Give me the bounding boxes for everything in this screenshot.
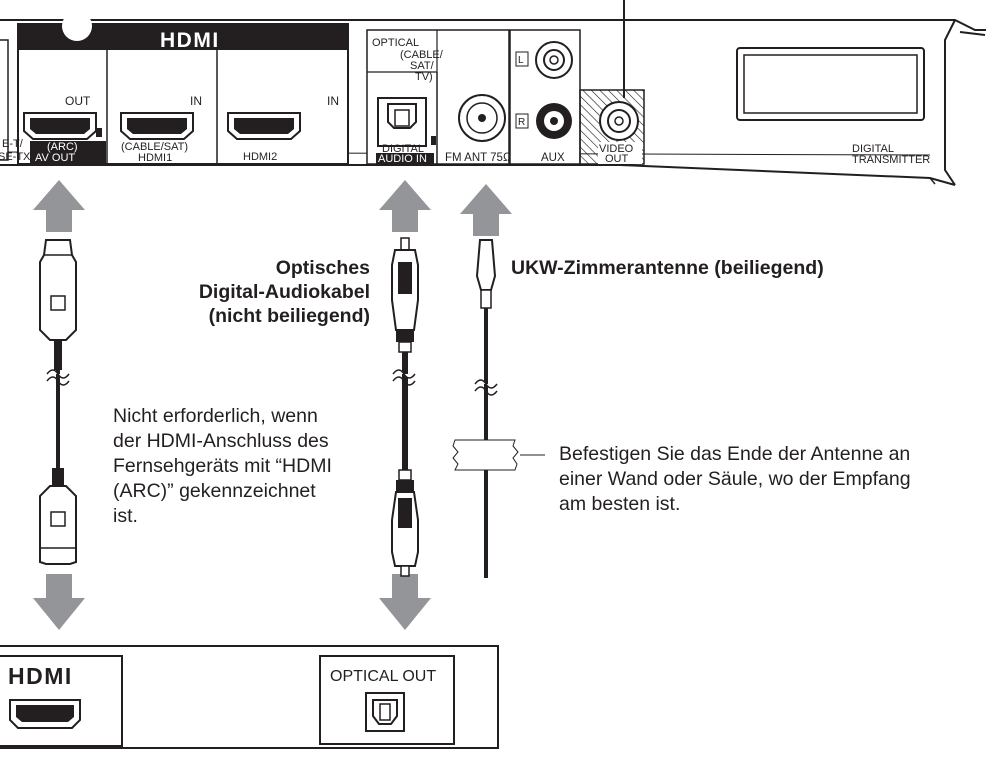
- aux-r-port: R: [515, 103, 572, 139]
- svg-text:TV): TV): [415, 71, 433, 83]
- fm-up-arrow: [460, 184, 512, 236]
- tv-optical-out-port: [365, 692, 405, 732]
- hdmi-up-arrow: [33, 180, 85, 232]
- svg-text:IN: IN: [190, 94, 202, 108]
- hdmi-down-arrow: [33, 574, 85, 630]
- svg-text:HDMI1: HDMI1: [138, 152, 172, 164]
- digital-audio-in-port: DIGITAL AUDIO IN: [376, 97, 436, 165]
- optical-down-arrow: [379, 574, 431, 630]
- svg-text:(ARC): (ARC): [47, 141, 78, 153]
- tv-panel: HDMI OPTICAL OUT: [0, 645, 499, 749]
- svg-text:HDMI2: HDMI2: [243, 151, 277, 163]
- hdmi1-port: IN (CABLE/SAT) HDMI1: [120, 94, 202, 164]
- svg-text:SAT/: SAT/: [410, 60, 435, 72]
- arrows: [33, 180, 512, 630]
- svg-text:AUDIO IN: AUDIO IN: [378, 153, 427, 165]
- svg-text:TRANSMITTER: TRANSMITTER: [852, 154, 930, 166]
- svg-text:DIGITAL: DIGITAL: [852, 143, 894, 155]
- tv-hdmi-port: [9, 699, 81, 729]
- svg-text:(CABLE/SAT): (CABLE/SAT): [121, 141, 188, 153]
- tv-hdmi-logo: HDMI: [8, 663, 73, 689]
- video-out-port: VIDEO OUT: [579, 89, 645, 165]
- optical-out-label: OPTICAL OUT: [330, 668, 436, 685]
- optical-cable-label: Optisches Digital-Audiokabel (nicht beil…: [198, 257, 370, 327]
- svg-text:OPTICAL: OPTICAL: [372, 37, 419, 49]
- svg-text:(CABLE/: (CABLE/: [400, 49, 444, 61]
- hdmi-arc-note: Nicht erforderlich, wenn der HDMI-Anschl…: [113, 405, 332, 527]
- svg-text:AUX: AUX: [541, 152, 565, 164]
- svg-text:OUT: OUT: [605, 153, 629, 165]
- fm-antenna: [452, 239, 545, 578]
- svg-text:FM ANT 75Ω: FM ANT 75Ω: [445, 152, 512, 164]
- svg-text:DIGITAL: DIGITAL: [382, 143, 424, 155]
- optical-cable: [391, 237, 419, 577]
- svg-text:SE-TX): SE-TX): [0, 151, 34, 163]
- rear-panel: HDMI E-T/ SE-TX) OUT (ARC) AV OUT IN (CA…: [0, 0, 986, 186]
- svg-text:IN: IN: [327, 94, 339, 108]
- svg-text:L: L: [518, 55, 524, 66]
- hdmi-cable: [39, 239, 77, 565]
- fm-antenna-port: FM ANT 75Ω: [445, 94, 512, 164]
- svg-text:AV OUT: AV OUT: [35, 152, 75, 164]
- aux-l-port: L: [515, 41, 573, 79]
- antenna-placement-note: Befestigen Sie das Ende der Antenne an e…: [559, 443, 911, 515]
- svg-text:OUT: OUT: [65, 94, 91, 108]
- hdmi-av-out-port: OUT (ARC) AV OUT: [23, 94, 106, 164]
- hdmi2-port: IN HDMI2: [227, 94, 339, 163]
- svg-text:E-T/: E-T/: [2, 138, 24, 150]
- optical-up-arrow: [379, 180, 431, 232]
- fm-antenna-label: UKW-Zimmerantenne (beiliegend): [511, 257, 824, 279]
- hdmi-logo: HDMI: [160, 29, 220, 52]
- svg-text:R: R: [518, 117, 525, 128]
- digital-transmitter: DIGITAL TRANSMITTER: [736, 47, 930, 166]
- svg-text:VIDEO: VIDEO: [599, 143, 634, 155]
